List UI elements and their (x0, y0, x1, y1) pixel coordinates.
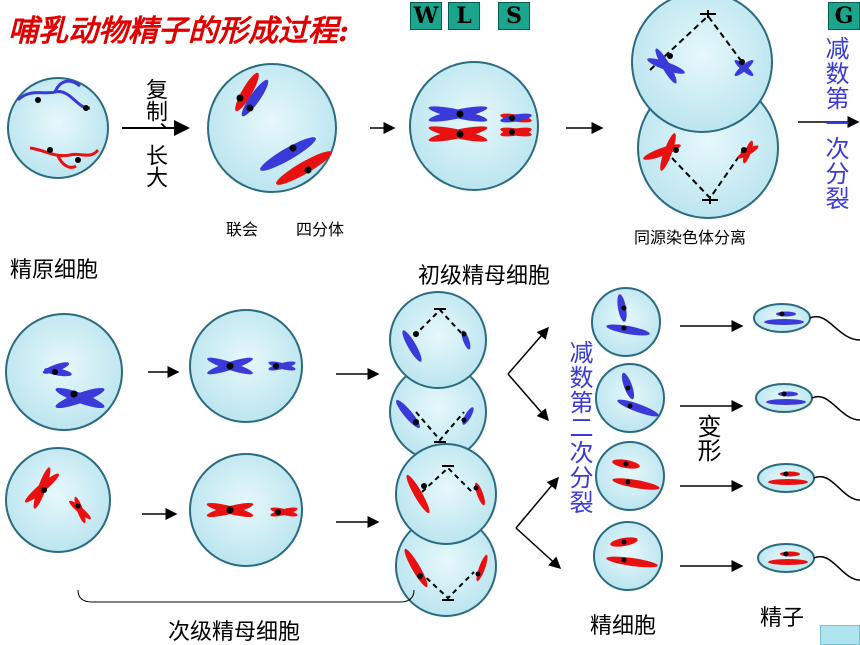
spermatid-3 (595, 441, 665, 511)
label-secondary-spermatocyte: 次级精母细胞 (168, 620, 301, 645)
label-meiosis-2: 减数第二次分裂 (565, 340, 593, 515)
nav-l-button[interactable]: L (448, 2, 480, 30)
nav-s-button[interactable]: S (498, 2, 530, 30)
label-transform: 变形 (693, 414, 721, 462)
cell-secondary-red (5, 447, 111, 553)
sperm-4 (757, 543, 860, 581)
sperm-3 (757, 463, 860, 501)
cell-anaphase-1 (631, 0, 779, 219)
cell-secondary-blue-metaphase (189, 309, 303, 423)
label-sperm: 精子 (760, 606, 805, 631)
label-spermatid: 精细胞 (590, 614, 657, 639)
nav-g-button[interactable]: G (828, 2, 860, 30)
label-spermatogonium: 精原细胞 (10, 258, 99, 283)
nav-w-button[interactable]: W (410, 2, 442, 30)
corner-tab[interactable] (820, 625, 860, 645)
cell-anaphase-2-blue (389, 291, 487, 461)
cell-secondary-blue (5, 313, 123, 431)
sperm-1 (753, 303, 860, 341)
cell-secondary-red-metaphase (189, 453, 303, 567)
cell-synapsis (207, 63, 337, 193)
label-meiosis-1: 减数第一次分裂 (821, 36, 849, 211)
spermatid-4 (593, 521, 663, 591)
page-title: 哺乳动物精子的形成过程: (8, 14, 350, 49)
spermatid-2 (595, 363, 665, 433)
label-homolog-separation: 同源染色体分离 (634, 228, 747, 247)
cell-spermatogonium (7, 77, 109, 179)
cell-anaphase-2-red (395, 443, 497, 617)
cell-metaphase-1 (409, 61, 539, 191)
label-synapsis: 联会 (226, 220, 259, 239)
spermatid-1 (591, 287, 661, 357)
sperm-2 (755, 383, 860, 421)
label-replicate: 复制、长大 (142, 78, 167, 188)
label-tetrad: 四分体 (296, 220, 345, 239)
label-primary-spermatocyte: 初级精母细胞 (418, 264, 551, 289)
